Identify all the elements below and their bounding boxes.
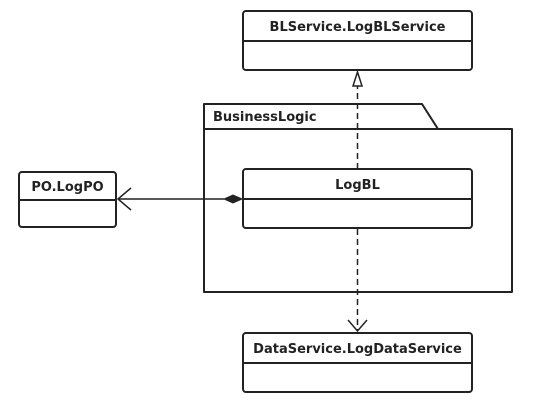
class-box-logblservice[interactable]: BLService.LogBLService [242, 10, 473, 71]
class-name: DataService.LogDataService [253, 342, 462, 357]
class-name: LogBL [335, 178, 380, 193]
filled-diamond-marker [222, 194, 244, 204]
composition-association[interactable] [116, 187, 244, 211]
dependency-arrow[interactable] [347, 229, 368, 333]
realization-arrow[interactable] [351, 69, 364, 169]
class-name: PO.LogPO [31, 180, 103, 195]
class-box-logbl[interactable]: LogBL [242, 168, 473, 229]
package-name: BusinessLogic [213, 110, 317, 125]
class-box-logdataservice[interactable]: DataService.LogDataService [242, 332, 473, 393]
hollow-triangle-arrowhead [351, 69, 364, 87]
open-arrowhead [116, 187, 132, 211]
open-arrowhead [347, 319, 368, 333]
class-box-logpo[interactable]: PO.LogPO [18, 171, 117, 228]
class-name: BLService.LogBLService [270, 20, 446, 35]
